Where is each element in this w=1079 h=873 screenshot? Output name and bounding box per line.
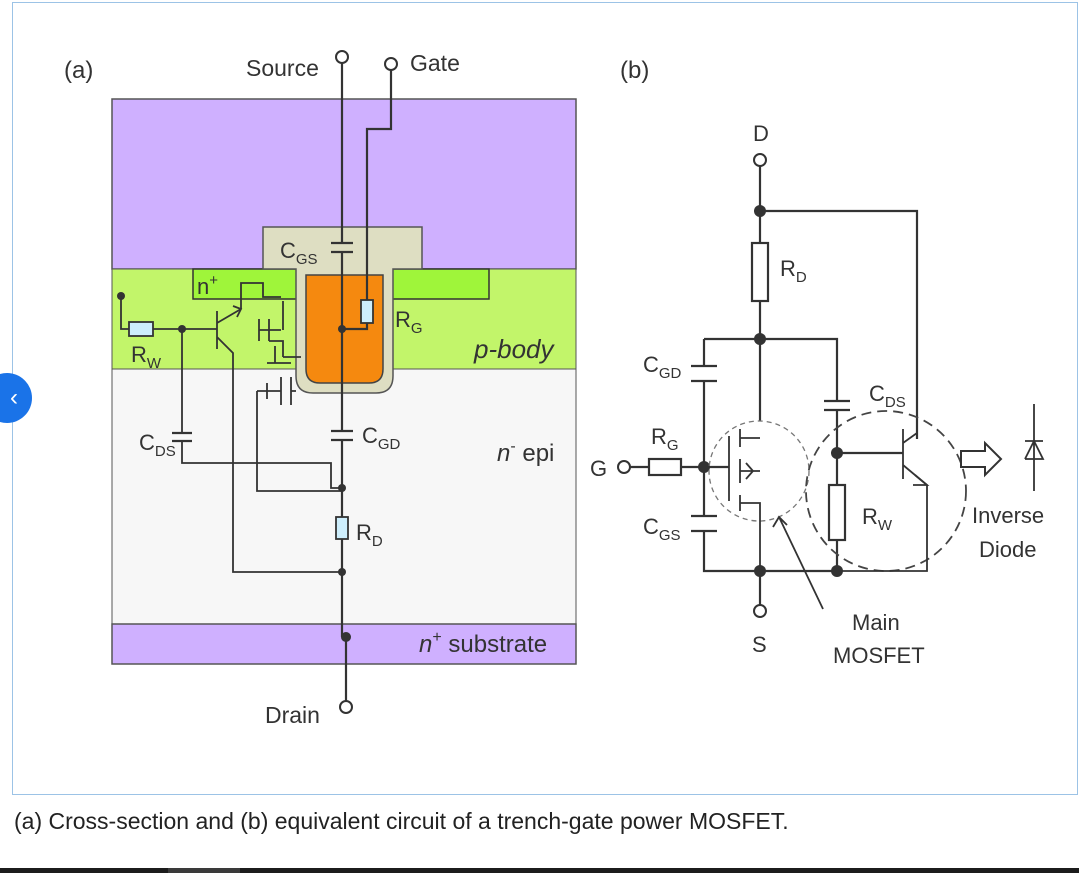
panel-a-label: (a) [64, 57, 93, 84]
bottom-bar [0, 868, 1079, 873]
inverse-diode-outline [805, 410, 967, 572]
channel-mosfet-symbol-a [256, 301, 342, 492]
cgd-capacitor-a [331, 429, 353, 442]
cgd-capacitor-b [691, 364, 717, 383]
bottom-bar-tab[interactable] [168, 868, 240, 873]
cds-label-b: CDS [869, 381, 906, 411]
bjt-arrow-b [913, 474, 930, 486]
source-node-b [831, 565, 843, 577]
source-label: Source [246, 55, 319, 81]
main-mosfet-pointer [772, 515, 824, 610]
figure-frame: (a) n+ p-body n- epi n+ substrate Source… [12, 2, 1078, 795]
main-label-1: Main [852, 610, 900, 635]
cds-label-a: CDS [139, 430, 176, 460]
mid-wire-b [702, 337, 839, 573]
rd-label-a: RD [356, 520, 383, 550]
rg-label-b: RG [651, 424, 679, 454]
main-label-2: MOSFET [833, 643, 925, 668]
equivalence-arrow [960, 440, 1003, 478]
rg-resistor-b [647, 457, 683, 477]
d-terminal-label: D [753, 121, 769, 146]
cds-capacitor-a [172, 431, 192, 443]
g-terminal-label: G [590, 456, 607, 481]
chevron-left-icon: ‹ [10, 384, 18, 411]
d-terminal [753, 153, 767, 167]
s-terminal [753, 604, 767, 618]
rg-label-a: RG [395, 307, 423, 337]
bjt-arrow-a [232, 305, 243, 318]
rw-label-b: RW [862, 504, 893, 534]
bjt-transistor-a [216, 282, 342, 573]
figure-caption: (a) Cross-section and (b) equivalent cir… [14, 808, 789, 834]
drain-label: Drain [265, 702, 320, 728]
drain-wire-b [758, 166, 919, 439]
inverse-label-2: Diode [979, 537, 1036, 562]
cgs-label-b: CGS [643, 514, 681, 544]
rd-resistor-a [335, 516, 349, 540]
rd-resistor-b [750, 241, 770, 303]
rg-resistor-a [360, 299, 374, 324]
rw-label-a: RW [131, 342, 162, 372]
cgs-capacitor-b [691, 514, 717, 533]
gate-label: Gate [410, 50, 460, 76]
cgd-label-b: CGD [643, 352, 682, 382]
gate-wire-a [342, 70, 393, 331]
diode-symbol [1024, 404, 1045, 491]
p-body-label: p-body [473, 334, 555, 364]
gate-node-b [698, 461, 710, 473]
rd-label-b: RD [780, 256, 807, 286]
n-epi-label: n- epi [497, 438, 554, 467]
n-epi-region [111, 368, 577, 625]
inverse-label-1: Inverse [972, 503, 1044, 528]
mosfet-diagram: (a) n+ p-body n- epi n+ substrate Source… [64, 50, 1045, 728]
n-substrate-label: n+ substrate [419, 629, 547, 658]
n-substrate-region [111, 623, 577, 665]
cds-capacitor-b [824, 399, 850, 412]
rw-resistor-a [128, 321, 154, 337]
cgs-label-a: CGS [280, 238, 318, 268]
drain-node-b [754, 205, 766, 217]
n-plus-label: n+ [197, 272, 218, 299]
bjt-symbol-b [837, 429, 928, 572]
substrate-node-a [341, 632, 351, 642]
source-terminal-a [335, 50, 349, 64]
main-mosfet-symbol [728, 429, 761, 571]
panel-a: (a) n+ p-body n- epi n+ substrate Source… [64, 50, 577, 728]
main-mosfet-outline [708, 420, 810, 522]
cds-wire-a [181, 329, 342, 489]
gate-node-a [338, 325, 346, 333]
gate-terminal-a [384, 57, 398, 71]
s-terminal-label: S [752, 632, 767, 657]
panel-b: (b) D RD CGD CGS G RG Main MOSFET CDS [590, 57, 1045, 668]
panel-b-label: (b) [620, 57, 649, 84]
rw-resistor-b [827, 483, 847, 542]
drain-terminal-a [339, 700, 353, 714]
cgs-capacitor-a [331, 241, 353, 254]
cgd-label-a: CGD [362, 423, 401, 453]
g-terminal [617, 460, 631, 474]
